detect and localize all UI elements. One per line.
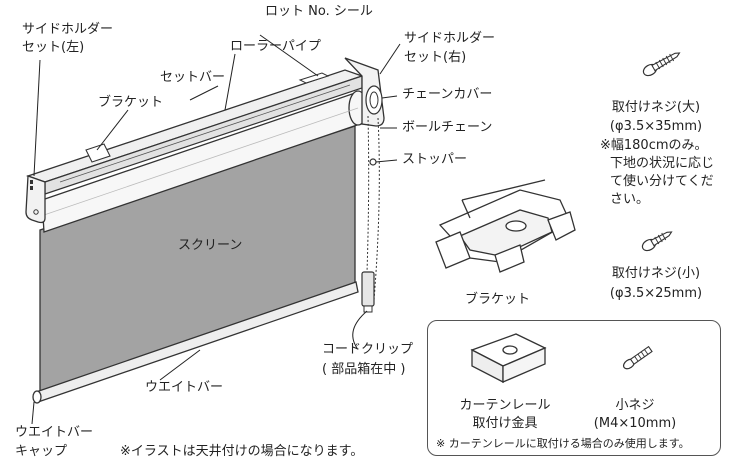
label-screw-large-note-3: て使い分けてくだ [610,174,714,189]
label-curtain-rail-2: 取付け金具 [472,416,538,431]
label-bracket-part: ブラケット [465,292,531,307]
label-weight-bar-cap-1: ウエイトバー [15,425,94,440]
label-side-holder-left-1: サイドホルダー [22,22,114,37]
label-screen: スクリーン [178,238,243,253]
label-screw-large-1: 取付けネジ(大) [611,100,701,115]
bracket-on-bar [85,143,111,163]
label-screw-small-1: 取付けネジ(小) [611,266,701,281]
stopper-bead [369,158,377,166]
label-side-holder-left-2: セット(左) [22,40,85,55]
lot-seal [298,72,330,84]
weight-bar-cap [32,390,42,404]
label-screw-large-note-1: ※幅180cmのみ。 [600,138,708,153]
label-illustration-note: ※イラストは天井付けの場合になります。 [120,444,364,459]
label-chain-cover: チェーンカバー [402,87,493,102]
label-cord-clip-1: コードクリップ [322,342,414,357]
label-small-screw-1: 小ネジ [615,398,655,413]
small-screw-icon [622,345,653,370]
label-stopper: ストッパー [402,152,468,167]
label-screw-small-2: (φ3.5×25mm) [609,286,703,301]
label-cord-clip-2: ( 部品箱在中 ) [322,362,406,377]
bracket-part-drawing [435,179,576,273]
label-side-holder-right-1: サイドホルダー [404,31,496,46]
label-roller-pipe: ローラーパイプ [230,39,321,54]
label-rail-note: ※ カーテンレールに取付ける場合のみ使用します。 [436,437,690,450]
screw-small-icon [641,231,673,252]
label-screw-large-note-4: さい。 [610,192,650,207]
label-side-holder-right-2: セット(右) [404,50,467,65]
label-bracket-on-bar: ブラケット [98,95,164,110]
side-holder-left [25,175,46,224]
label-weight-bar-cap-2: キャップ [15,444,68,459]
curtain-rail-fitting-drawing [470,333,547,384]
label-lot-seal: ロット No. シール [265,4,373,19]
label-small-screw-2: (M4×10mm) [593,416,677,431]
label-screw-large-2: (φ3.5×35mm) [609,119,703,134]
curtain-rail-parts-box [427,320,721,456]
screw-large-icon [642,52,681,77]
label-screw-large-note-2: 下地の状況に応じ [610,156,715,171]
cord-clip [361,271,375,307]
label-ball-chain: ボールチェーン [402,120,493,135]
label-weight-bar: ウエイトバー [145,380,224,395]
label-set-bar: セットバー [160,70,226,85]
label-curtain-rail-1: カーテンレール [459,398,551,413]
